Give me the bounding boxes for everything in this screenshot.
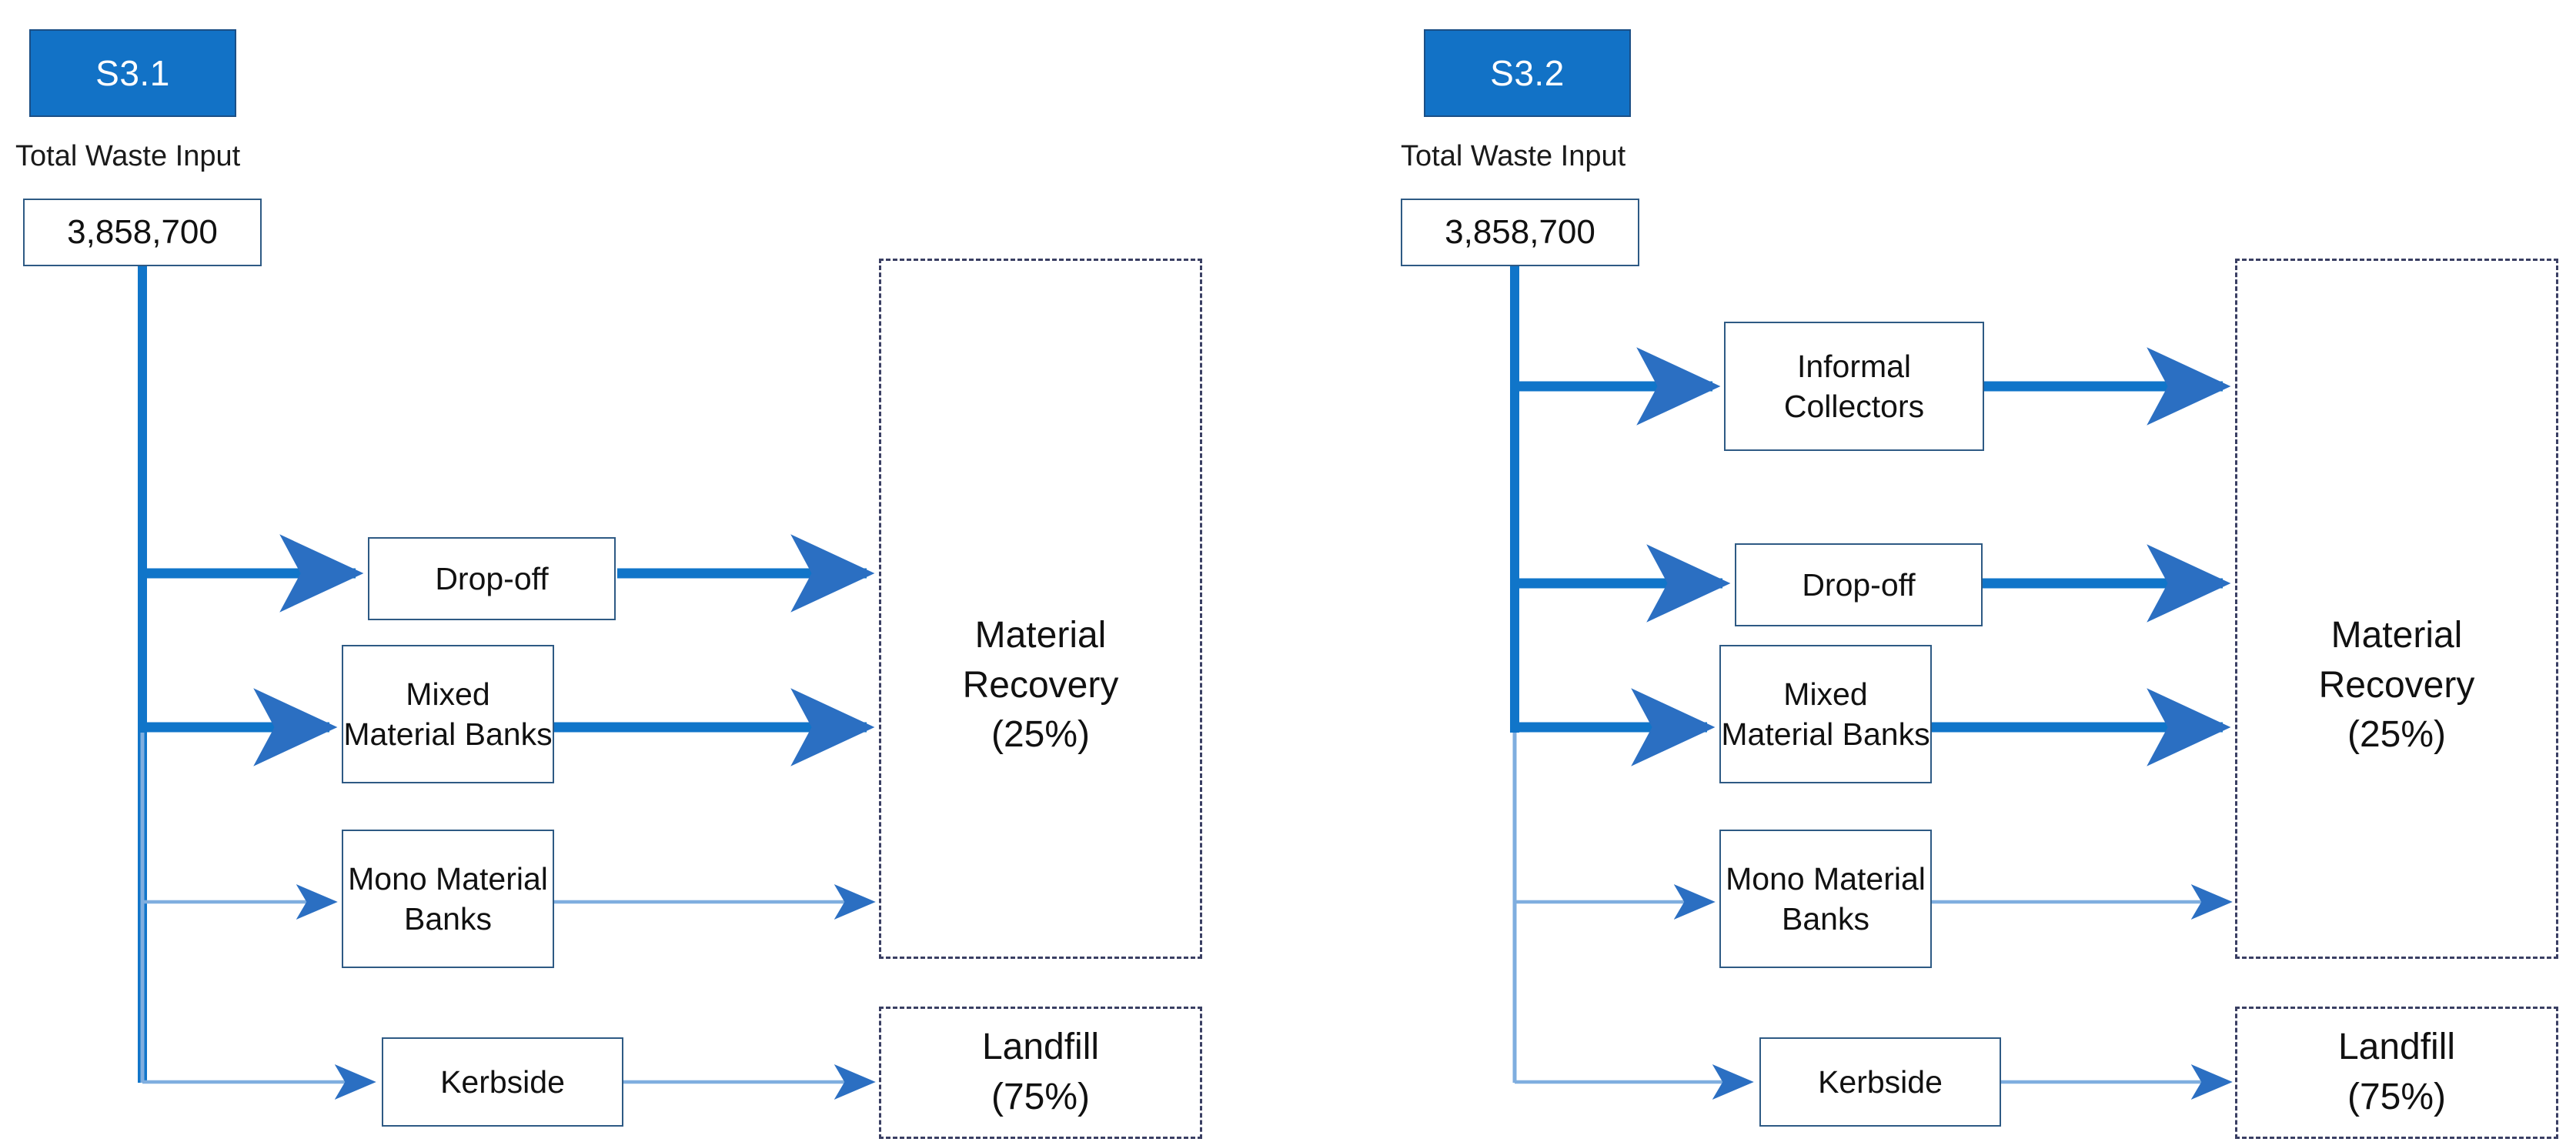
node-mono-material-banks-s32: Mono Material Banks xyxy=(1719,830,1932,968)
node-mono-material-banks-s31: Mono Material Banks xyxy=(342,830,554,968)
sink-landfill-s32: Landfill (75%) xyxy=(2235,1007,2558,1139)
scenario-badge-s31: S3.1 xyxy=(29,29,236,117)
sink-recovery-line3-s32: (25%) xyxy=(2347,714,2447,756)
sink-recovery-line2-s31: Recovery xyxy=(962,664,1119,706)
node-dropoff-s31: Drop-off xyxy=(368,537,616,620)
total-waste-input-value-s31: 3,858,700 xyxy=(23,199,262,266)
node-informal-collectors-s32: Informal Collectors xyxy=(1724,322,1984,451)
scenario-badge-s32: S3.2 xyxy=(1424,29,1631,117)
sink-landfill-line1-s31: Landfill xyxy=(981,1027,1100,1068)
sink-recovery-line1-s31: Material xyxy=(974,614,1107,656)
flow-connectors-s31 xyxy=(138,265,876,1100)
sink-material-recovery-s32: Material Recovery (25%) xyxy=(2235,259,2558,959)
sink-recovery-line3-s31: (25%) xyxy=(991,714,1091,756)
node-kerbside-s31: Kerbside xyxy=(382,1037,623,1127)
sink-recovery-line1-s32: Material xyxy=(2330,614,2463,656)
sink-landfill-line2-s31: (75%) xyxy=(991,1077,1091,1117)
flow-connectors-s32 xyxy=(1510,265,2233,1100)
sink-landfill-s31: Landfill (75%) xyxy=(879,1007,1202,1139)
total-waste-input-label-s31: Total Waste Input xyxy=(15,140,241,172)
scenario-panel-s31: S3.1 Total Waste Input 3,858,700 Drop-of… xyxy=(0,0,1278,1142)
node-dropoff-s32: Drop-off xyxy=(1735,543,1983,626)
node-mixed-material-banks-s31: Mixed Material Banks xyxy=(342,645,554,783)
total-waste-input-label-s32: Total Waste Input xyxy=(1401,140,1626,172)
sink-material-recovery-s31: Material Recovery (25%) xyxy=(879,259,1202,959)
node-kerbside-s32: Kerbside xyxy=(1759,1037,2001,1127)
sink-recovery-line2-s32: Recovery xyxy=(2318,664,2475,706)
total-waste-input-value-s32: 3,858,700 xyxy=(1401,199,1639,266)
sink-landfill-line2-s32: (75%) xyxy=(2347,1077,2447,1117)
sink-landfill-line1-s32: Landfill xyxy=(2337,1027,2456,1068)
node-mixed-material-banks-s32: Mixed Material Banks xyxy=(1719,645,1932,783)
scenario-panel-s32: S3.2 Total Waste Input 3,858,700 Informa… xyxy=(1401,0,2576,1142)
